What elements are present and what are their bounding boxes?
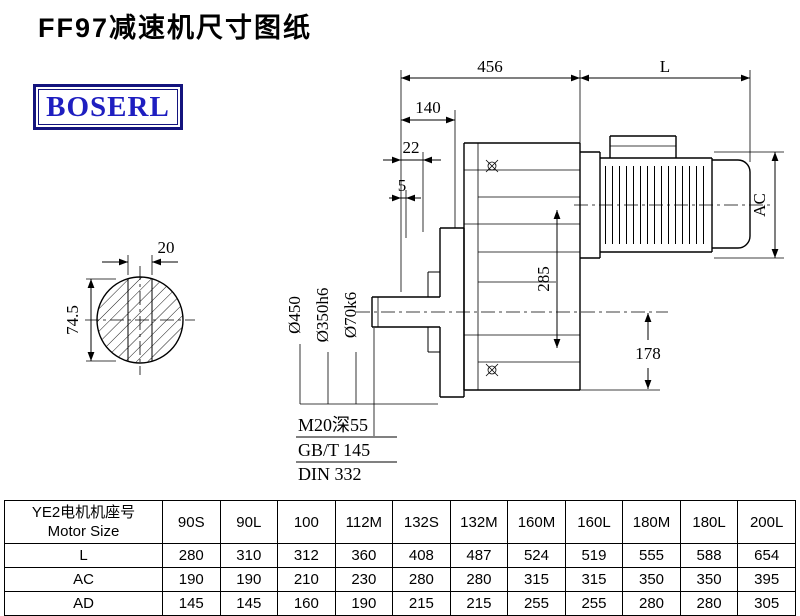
dimension-value-cell: 588 bbox=[679, 543, 739, 568]
diameter-callouts: Ø450 Ø350h6 Ø70k6 bbox=[285, 288, 438, 405]
dimension-value-cell: 215 bbox=[449, 591, 509, 616]
dim-key-width-label: 20 bbox=[158, 238, 175, 257]
dimension-value-cell: 315 bbox=[507, 567, 566, 592]
motor-size-column-header: 160M bbox=[507, 500, 566, 544]
dimension-value-cell: 524 bbox=[507, 543, 566, 568]
dim-456-label: 456 bbox=[477, 57, 503, 76]
tapped-hole-note: M20深55 GB/T 145 DIN 332 bbox=[296, 328, 397, 484]
dim-section-height-label: 74.5 bbox=[63, 305, 82, 335]
dimension-value-cell: 160 bbox=[277, 591, 336, 616]
dimension-value-cell: 408 bbox=[392, 543, 451, 568]
dimension-value-cell: 190 bbox=[334, 591, 394, 616]
dim-5-label: 5 bbox=[398, 176, 407, 195]
gear-housing bbox=[463, 142, 581, 391]
dimension-value-cell: 255 bbox=[507, 591, 566, 616]
dim-178-label: 178 bbox=[635, 344, 661, 363]
motor-size-column-header: 100 bbox=[277, 500, 336, 544]
dimension-value-cell: 305 bbox=[737, 591, 796, 616]
motor-size-column-header: 180L bbox=[679, 500, 739, 544]
brand-logo-text: BOSERL bbox=[38, 89, 178, 125]
standard-din-label: DIN 332 bbox=[298, 464, 362, 484]
dim-section-height: 74.5 bbox=[63, 278, 116, 362]
motor-size-column-header: 132M bbox=[449, 500, 509, 544]
dimension-value-cell: 255 bbox=[564, 591, 624, 616]
dimension-value-cell: 215 bbox=[392, 591, 451, 616]
dim-spigot-dia-label: Ø350h6 bbox=[313, 288, 332, 343]
dimension-value-cell: 280 bbox=[162, 543, 221, 568]
motor-size-header-cell: YE2电机机座号 Motor Size bbox=[4, 500, 163, 544]
dimension-value-cell: 280 bbox=[392, 567, 451, 592]
dimension-value-cell: 280 bbox=[622, 591, 681, 616]
dimension-value-cell: 519 bbox=[564, 543, 624, 568]
dimension-value-cell: 310 bbox=[219, 543, 279, 568]
terminal-box bbox=[609, 135, 677, 158]
row-label: AC bbox=[4, 567, 163, 592]
motor-size-column-header: 200L bbox=[737, 500, 796, 544]
dim-140-label: 140 bbox=[415, 98, 441, 117]
dimension-value-cell: 230 bbox=[334, 567, 394, 592]
motor-size-column-header: 90L bbox=[219, 500, 279, 544]
bolt-mark-bottom bbox=[485, 363, 499, 377]
dimension-value-cell: 190 bbox=[162, 567, 221, 592]
dimension-value-cell: 654 bbox=[737, 543, 796, 568]
standard-gb-label: GB/T 145 bbox=[298, 440, 370, 460]
dimension-value-cell: 350 bbox=[679, 567, 739, 592]
dim-L-label: L bbox=[660, 57, 670, 76]
dim-22-label: 22 bbox=[403, 138, 420, 157]
dimension-value-cell: 487 bbox=[449, 543, 509, 568]
motor-size-column-header: 132S bbox=[392, 500, 451, 544]
motor-size-column-header: 180M bbox=[622, 500, 681, 544]
dimension-value-cell: 210 bbox=[277, 567, 336, 592]
bolt-mark-top bbox=[485, 159, 499, 173]
dimension-value-cell: 145 bbox=[219, 591, 279, 616]
dim-shaft-dia-label: Ø70k6 bbox=[341, 292, 360, 338]
dim-flange-dia-label: Ø450 bbox=[285, 296, 304, 334]
dimension-value-cell: 350 bbox=[622, 567, 681, 592]
top-dimensions: 456 L 140 22 5 bbox=[383, 57, 751, 292]
dim-178: 178 bbox=[580, 313, 661, 391]
dimension-value-cell: 190 bbox=[219, 567, 279, 592]
mounting-flange bbox=[427, 227, 465, 398]
dimension-value-cell: 312 bbox=[277, 543, 336, 568]
fan-cover bbox=[712, 159, 751, 249]
page-title: FF97减速机尺寸图纸 bbox=[38, 13, 313, 43]
dimension-value-cell: 395 bbox=[737, 567, 796, 592]
dim-key-width: 20 bbox=[102, 238, 178, 275]
dim-285: 285 bbox=[534, 210, 561, 348]
shaft-section-view bbox=[85, 266, 195, 375]
dimension-value-cell: 555 bbox=[622, 543, 681, 568]
dimension-value-cell: 360 bbox=[334, 543, 394, 568]
motor bbox=[574, 135, 770, 259]
dimension-value-cell: 280 bbox=[449, 567, 509, 592]
header-cn: YE2电机机座号 bbox=[31, 504, 136, 521]
motor-size-column-header: 90S bbox=[162, 500, 221, 544]
motor-size-column-header: 112M bbox=[334, 500, 394, 544]
tap-hole-label: M20深55 bbox=[298, 415, 368, 435]
row-label: AD bbox=[4, 591, 163, 616]
dimension-value-cell: 145 bbox=[162, 591, 221, 616]
header-en: Motor Size bbox=[47, 523, 120, 540]
dim-285-label: 285 bbox=[534, 266, 553, 292]
output-shaft bbox=[371, 296, 440, 328]
dim-AC: AC bbox=[714, 151, 784, 259]
dim-AC-label: AC bbox=[750, 193, 769, 217]
motor-size-column-header: 160L bbox=[564, 500, 624, 544]
dimension-value-cell: 280 bbox=[679, 591, 739, 616]
brand-logo-box: BOSERL bbox=[33, 84, 183, 130]
dimension-value-cell: 315 bbox=[564, 567, 624, 592]
row-label: L bbox=[4, 543, 163, 568]
